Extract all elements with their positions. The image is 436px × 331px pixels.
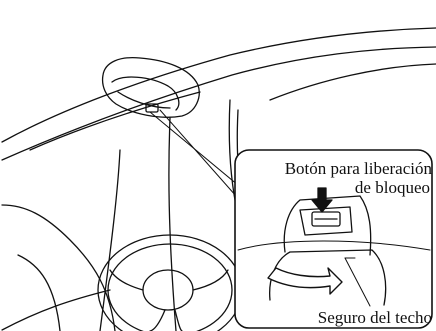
detail-inset <box>234 149 433 329</box>
steering-wheel <box>97 234 243 331</box>
a-pillar-and-dashboard <box>1 117 177 331</box>
roof-lock-callout: Seguro del techo <box>317 308 432 327</box>
overhead-console <box>101 56 200 118</box>
release-button-callout-line2: de bloqueo <box>354 178 430 197</box>
release-button-callout-line1: Botón para liberación <box>284 159 432 178</box>
roof-outline <box>1 27 436 161</box>
